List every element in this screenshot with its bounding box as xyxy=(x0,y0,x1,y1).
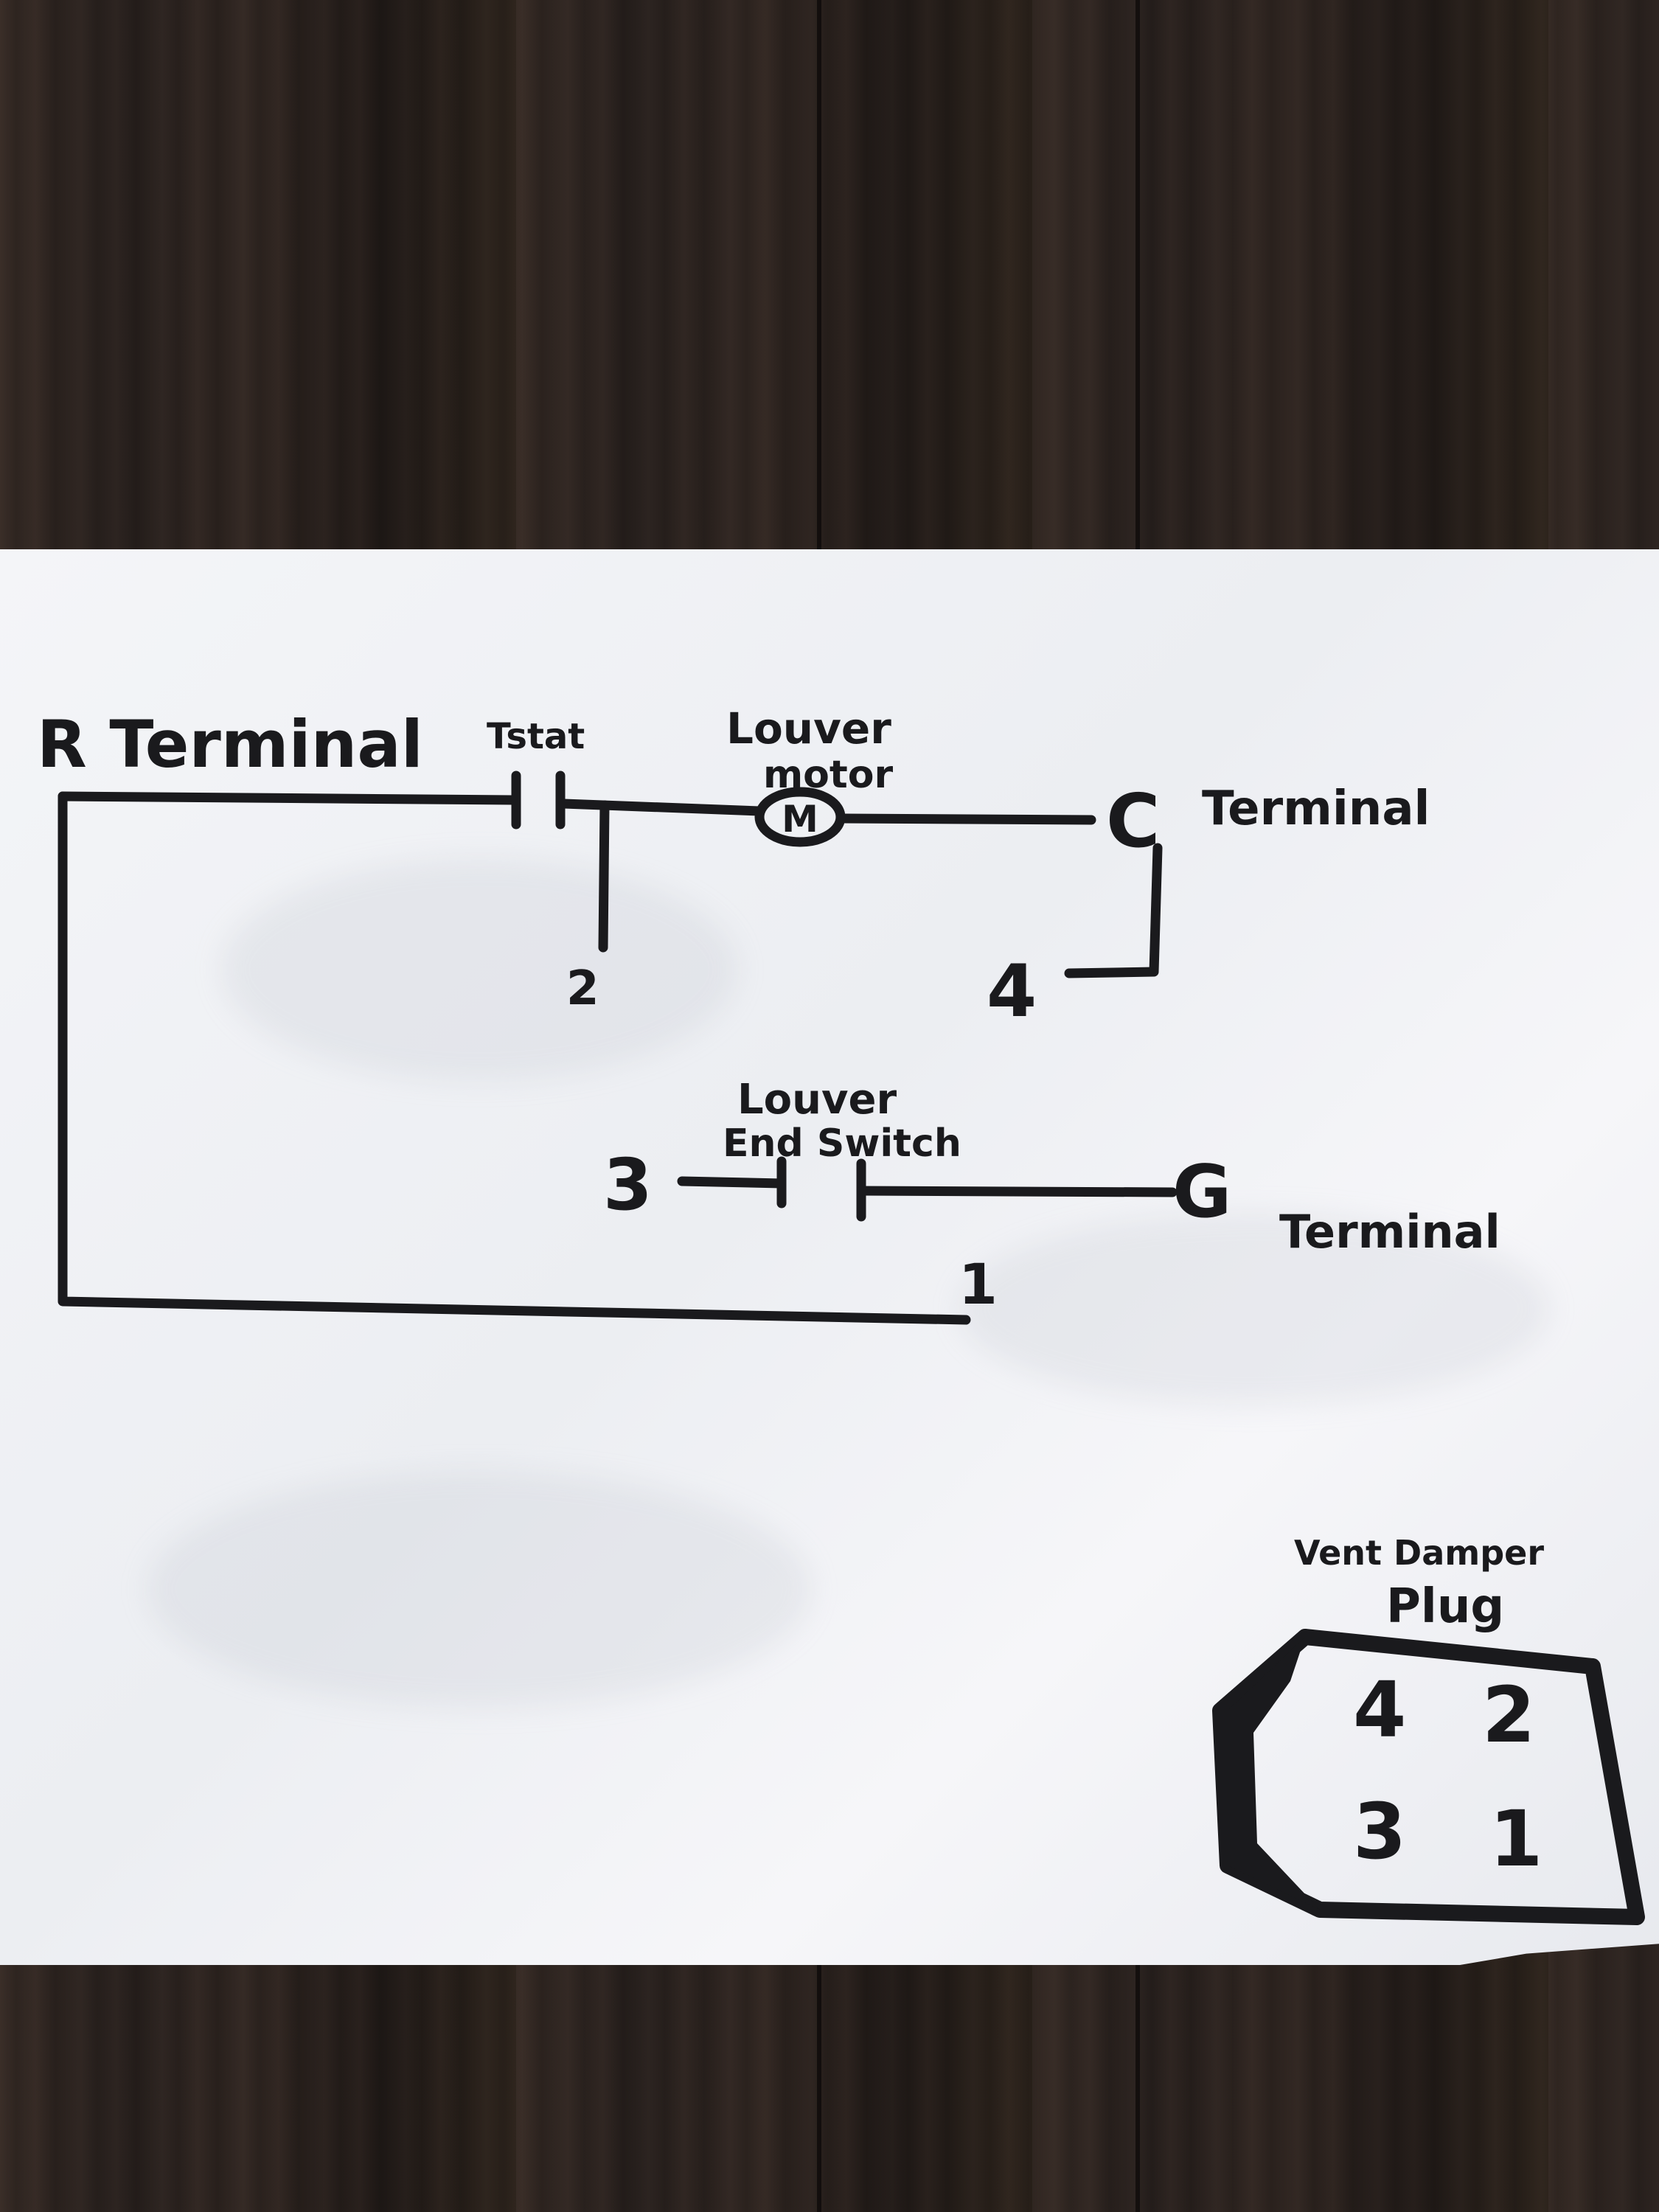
tstat-to-motor-wire xyxy=(559,799,765,816)
g-terminal-label: Terminal xyxy=(1279,1205,1500,1259)
pin-3-wire xyxy=(677,1176,787,1189)
motor-to-c-wire xyxy=(835,813,1096,825)
pin-2-tap-wire xyxy=(598,800,610,953)
plug-pin-3: 3 xyxy=(1353,1787,1406,1877)
plug-pin-1: 1 xyxy=(1489,1794,1543,1884)
tstat-label: Tstat xyxy=(487,716,585,757)
paper-sheet xyxy=(0,549,1659,1965)
plug-title-line1: Vent Damper xyxy=(1294,1533,1544,1573)
c-to-pin-4-wire xyxy=(1064,843,1163,978)
plug-title-line2: Plug xyxy=(1386,1579,1504,1634)
pin-1-label: 1 xyxy=(959,1251,998,1317)
paper-crease xyxy=(221,859,737,1080)
plug-pin-2: 2 xyxy=(1482,1670,1535,1760)
pin-4-label: 4 xyxy=(987,950,1037,1034)
pin-2-label: 2 xyxy=(566,961,599,1016)
louver-motor-label-line1: Louver xyxy=(726,703,891,754)
g-terminal-letter: G xyxy=(1172,1150,1231,1234)
louver-motor-symbol xyxy=(754,787,846,847)
plug-key-edge xyxy=(1228,1637,1320,1910)
end-switch-label-line2: End Switch xyxy=(723,1121,961,1166)
paper-crease xyxy=(147,1471,811,1707)
end-switch-label-line1: Louver xyxy=(737,1076,897,1124)
r-to-tstat-wire xyxy=(58,791,518,805)
louver-motor-label-line2: motor xyxy=(763,753,893,797)
r-terminal-wire xyxy=(58,791,971,1325)
plug-pin-4: 4 xyxy=(1353,1665,1406,1755)
c-terminal-label: Terminal xyxy=(1202,782,1430,836)
motor-symbol-letter: M xyxy=(782,798,818,841)
r-terminal-label: R Terminal xyxy=(37,706,423,782)
switch-to-g-wire xyxy=(856,1186,1178,1197)
pin-3-label: 3 xyxy=(603,1144,653,1226)
paper-crease xyxy=(959,1213,1548,1405)
c-terminal-letter: C xyxy=(1106,778,1160,864)
